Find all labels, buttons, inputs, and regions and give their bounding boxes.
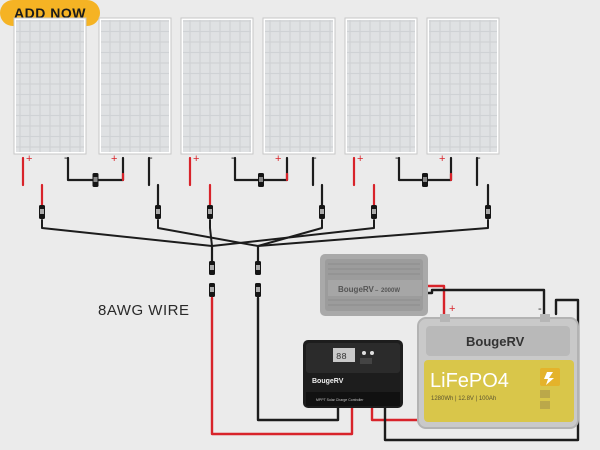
controller-brand: BougeRV	[312, 378, 344, 385]
panel-minus-label: -	[313, 152, 317, 164]
svg-text:–: –	[375, 288, 379, 294]
mc4-connector	[258, 173, 264, 187]
inverter-brand: BougeRV	[338, 285, 375, 294]
solar-panel: +-	[180, 17, 254, 165]
mc4-connector	[92, 173, 99, 187]
solar-panel-array: +-+-+-+-+-+-	[13, 17, 500, 165]
branch-wire	[257, 219, 323, 247]
pv-positive-wire	[210, 296, 354, 436]
solar-panel: +-	[13, 17, 87, 165]
svg-text:88: 88	[336, 352, 347, 362]
branch-connector	[255, 261, 261, 275]
solar-panel: +-	[426, 17, 500, 165]
inverter: BougeRV – 2000W	[320, 254, 428, 316]
panel-minus-label: -	[477, 152, 481, 164]
mc4-connector	[39, 205, 45, 219]
branch-wire	[209, 219, 213, 247]
charge-controller: 88 BougeRV MPPT Solar Charge Controller	[303, 340, 403, 408]
pv-negative-wire	[256, 296, 340, 422]
battery-chemistry: LiFePO4	[430, 370, 509, 392]
branch-connector	[255, 283, 261, 297]
controller-display	[333, 348, 355, 362]
panel-minus-label: -	[149, 152, 153, 164]
inverter-negative-wire	[426, 288, 546, 316]
branch-connector	[209, 261, 215, 275]
panel-plus-label: +	[26, 153, 32, 165]
mc4-connector	[371, 205, 377, 219]
panel-minus-label: -	[231, 152, 235, 164]
mc4-connector	[207, 205, 213, 219]
panel-minus-label: -	[395, 152, 399, 164]
battery-minus-label: -	[538, 303, 542, 315]
branch-wire	[211, 219, 375, 247]
solar-panel: +-	[344, 17, 418, 165]
solar-panel: +-	[98, 17, 172, 165]
panel-plus-label: +	[275, 153, 281, 165]
branch-wire	[257, 219, 489, 247]
battery: + - BougeRV LiFePO4 1280Wh | 12.8V | 100…	[417, 303, 579, 429]
battery-specs: 1280Wh | 12.8V | 100Ah	[431, 396, 496, 402]
branch-wire	[157, 219, 259, 247]
panel-plus-label: +	[111, 153, 117, 165]
branch-connector	[209, 283, 215, 297]
battery-logo-icon	[540, 368, 560, 386]
battery-brand: BougeRV	[466, 334, 525, 349]
inverter-model: 2000W	[381, 288, 400, 294]
panel-plus-label: +	[357, 153, 363, 165]
battery-plus-label: +	[449, 303, 455, 315]
mc4-connector	[485, 205, 491, 219]
mc4-connector	[319, 205, 325, 219]
solar-panel: +-	[262, 17, 336, 165]
mc4-connector	[155, 205, 161, 219]
panel-minus-label: -	[64, 152, 68, 164]
inverter-positive-wire	[426, 284, 446, 316]
branch-wire	[41, 219, 213, 247]
wire-gauge-label: 8AWG WIRE	[98, 302, 190, 319]
panel-plus-label: +	[193, 153, 199, 165]
controller-caption: MPPT Solar Charge Controller	[316, 398, 364, 402]
mc4-connector	[422, 173, 428, 187]
panel-plus-label: +	[439, 153, 445, 165]
battery-positive-wire	[370, 406, 420, 422]
